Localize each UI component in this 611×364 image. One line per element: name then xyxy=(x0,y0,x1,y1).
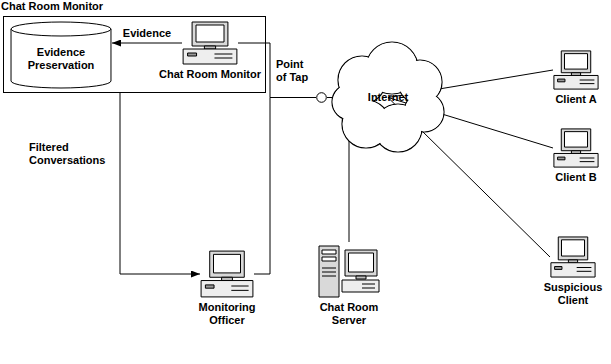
text-holder: Evidence Preservation xyxy=(10,21,112,89)
server-computer: Chat Room Server xyxy=(318,242,380,298)
tap-circle xyxy=(316,92,327,103)
connector-line xyxy=(254,98,316,275)
node-label: Internet xyxy=(368,91,408,104)
officer-computer: Monitoring Officer xyxy=(200,250,254,298)
edge-label: Evidence xyxy=(122,27,172,40)
client-computer: Client B xyxy=(553,128,599,168)
computer-icon xyxy=(550,236,596,278)
text-holder: Internet xyxy=(332,40,444,155)
node-label: Evidence Preservation xyxy=(16,46,106,72)
device-label: Suspicious Client xyxy=(541,281,605,307)
server-icon xyxy=(318,242,380,298)
connector-arrow xyxy=(120,93,200,274)
computer-icon xyxy=(200,250,254,298)
client-computer: Client A xyxy=(553,50,599,90)
device-label: Chat Room Server xyxy=(317,301,381,327)
computer-icon xyxy=(553,128,599,168)
device-label: Monitoring Officer xyxy=(191,301,263,327)
client-computer: Suspicious Client xyxy=(550,236,596,278)
tap-label: Point of Tap xyxy=(276,58,316,84)
edge-label: Filtered Conversations xyxy=(28,141,112,167)
device-label: Chat Room Monitor xyxy=(155,68,265,81)
connector-arrow xyxy=(112,43,182,44)
computer-icon xyxy=(553,50,599,90)
device-label: Client B xyxy=(546,171,606,184)
storage-cylinder: Evidence Preservation xyxy=(10,21,112,89)
monitor-computer: Chat Room Monitor xyxy=(182,21,238,65)
group-title: Chat Room Monitor xyxy=(1,0,103,13)
tap-point: Point of Tap xyxy=(316,92,327,103)
internet-cloud: Internet xyxy=(332,40,444,155)
device-label: Client A xyxy=(546,93,606,106)
computer-icon xyxy=(182,21,238,65)
